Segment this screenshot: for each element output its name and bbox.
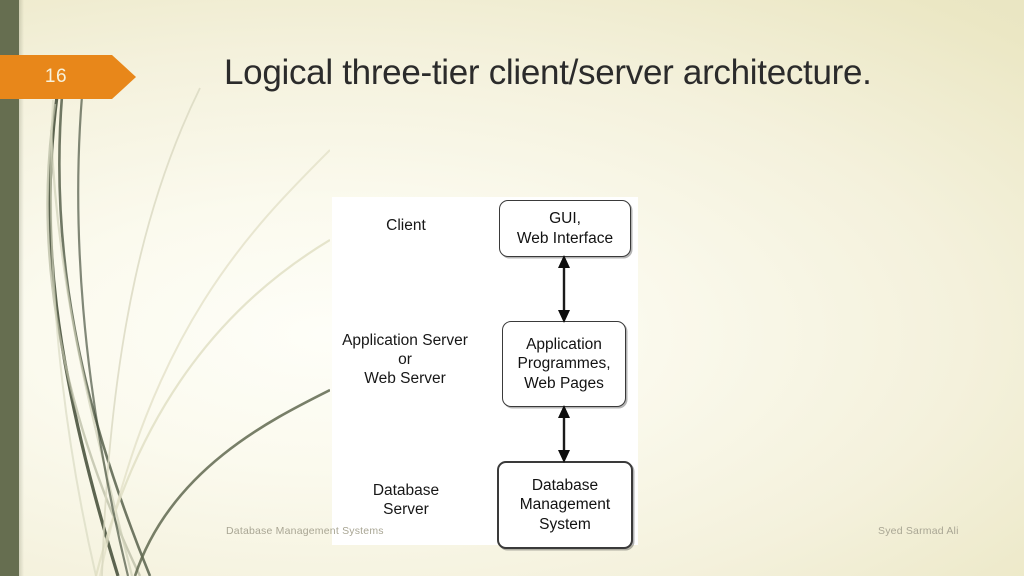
page-title: Logical three-tier client/server archite… [224,53,872,92]
page-number-banner [0,55,136,99]
page-number: 16 [44,66,68,87]
tier-label-client: Client [386,217,426,234]
box-gui-web-interface: GUI,Web Interface [499,200,631,257]
connector-gui-to-application-icon [558,255,570,323]
left-accent-band [0,0,19,576]
left-accent-band-shadow [19,0,24,576]
footer-left-text: Database Management Systems [226,525,384,537]
connector-application-to-dbms-icon [558,405,570,463]
footer-right-text: Syed Sarmad Ali [878,525,959,537]
